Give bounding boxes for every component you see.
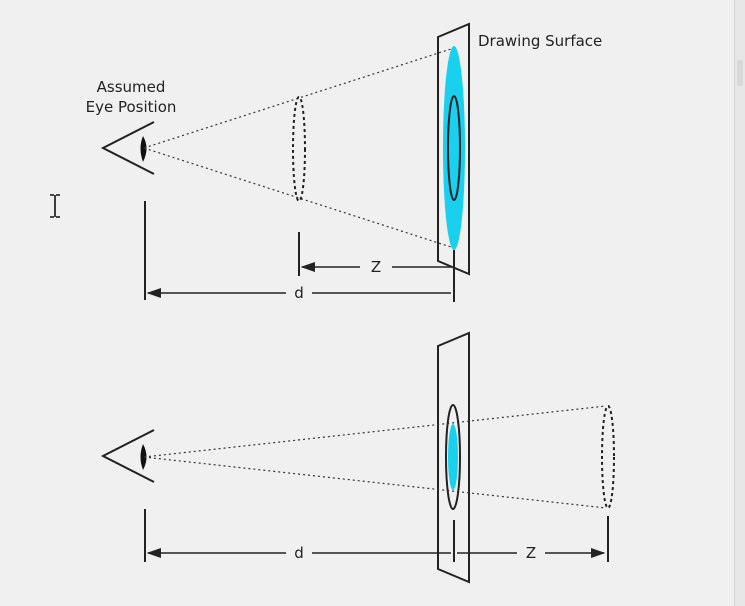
d-label-top: d — [294, 284, 304, 302]
eye-icon — [100, 121, 155, 175]
projection-outline-top — [447, 95, 461, 201]
drawing-surface-label: Drawing Surface — [478, 32, 603, 50]
object-outline-bottom — [445, 404, 461, 510]
virtual-object-bottom — [601, 405, 615, 509]
projection-fill-bottom — [448, 424, 458, 490]
sight-line-bottom-lower — [143, 456, 607, 509]
bottom-diagram — [100, 331, 615, 584]
window-edge — [734, 0, 745, 606]
projection-fill-top — [443, 46, 465, 250]
sight-line-top-upper — [143, 47, 455, 149]
sight-line-bottom-upper — [143, 405, 607, 458]
eye-icon — [100, 429, 155, 483]
top-diagram — [100, 22, 470, 302]
sight-line-top-lower — [143, 147, 455, 249]
z-label-bottom: Z — [525, 544, 537, 562]
drawing-surface-plane-bottom — [437, 331, 470, 584]
eye-position-label-line2: Eye Position — [85, 98, 177, 116]
text-cursor-icon — [50, 194, 60, 218]
scrollbar-handle[interactable] — [737, 60, 743, 86]
z-label-top: Z — [370, 258, 382, 276]
virtual-object-top — [292, 96, 306, 202]
d-label-bottom: d — [294, 544, 304, 562]
drawing-surface-plane-top — [437, 22, 470, 276]
eye-position-label-line1: Assumed — [96, 78, 166, 96]
